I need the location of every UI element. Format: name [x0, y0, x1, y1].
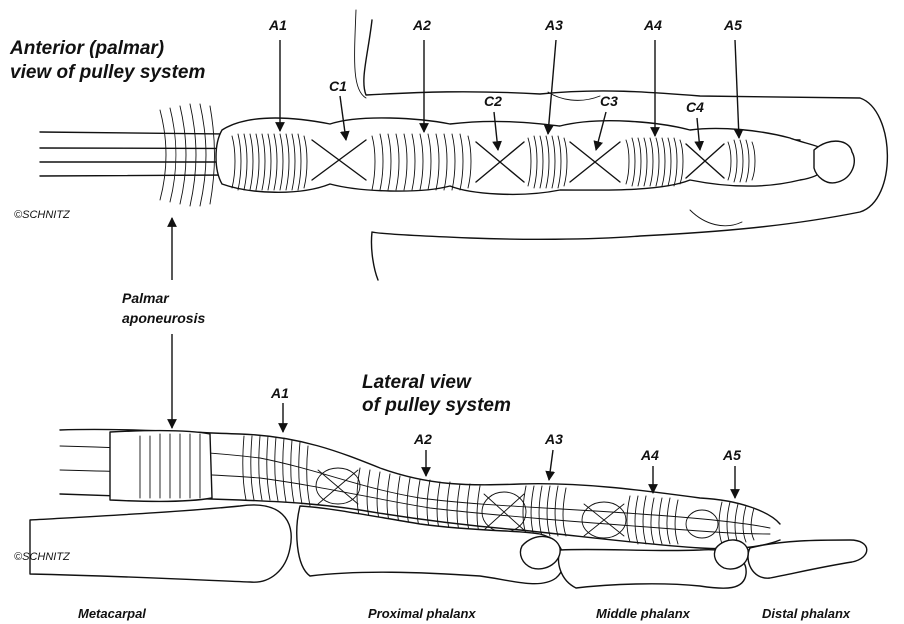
- bones-lateral: [30, 505, 867, 588]
- anterior-label-a5: A5: [723, 17, 742, 33]
- tendon-sheath-anterior: [216, 118, 827, 194]
- anterior-label-c2: C2: [484, 93, 502, 109]
- palmar-aponeurosis-fibers: [160, 104, 215, 206]
- anterior-label-c1: C1: [329, 78, 347, 94]
- bone-label-distal-phalanx: Distal phalanx: [762, 606, 851, 621]
- bone-label-proximal-phalanx: Proximal phalanx: [368, 606, 476, 621]
- lateral-label-a5: A5: [722, 447, 741, 463]
- bone-label-middle-phalanx: Middle phalanx: [596, 606, 691, 621]
- anterior-label-a3: A3: [544, 17, 563, 33]
- anterior-title-line1: Anterior (palmar): [9, 38, 164, 59]
- lateral-signature: ©SCHNITZ: [14, 551, 71, 563]
- lateral-title-line1: Lateral view: [362, 372, 472, 393]
- anterior-title-line2: view of pulley system: [10, 62, 205, 83]
- anterior-label-a2: A2: [412, 17, 431, 33]
- aponeurosis-label-line2: aponeurosis: [122, 310, 205, 326]
- anterior-label-a4: A4: [643, 17, 662, 33]
- lateral-label-a2: A2: [413, 431, 432, 447]
- aponeurosis-label-line1: Palmar: [122, 290, 170, 306]
- anterior-label-a1: A1: [268, 17, 287, 33]
- anterior-label-c3: C3: [600, 93, 618, 109]
- anterior-signature: ©SCHNITZ: [14, 209, 71, 221]
- metacarpal-bone: [30, 505, 291, 582]
- bone-label-metacarpal: Metacarpal: [78, 606, 146, 621]
- lateral-title-line2: of pulley system: [362, 395, 511, 416]
- lateral-label-a4: A4: [640, 447, 659, 463]
- anterior-view-drawing: [40, 10, 887, 280]
- anterior-label-c4: C4: [686, 99, 704, 115]
- lateral-label-a1: A1: [270, 385, 289, 401]
- lateral-label-a3: A3: [544, 431, 563, 447]
- lateral-view-drawing: [30, 429, 867, 588]
- distal-phalanx-bone: [748, 540, 867, 578]
